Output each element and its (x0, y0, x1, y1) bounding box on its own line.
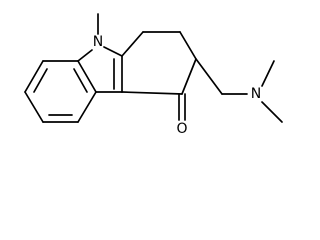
bond (195, 58, 223, 95)
indole-nitrogen-label: N (93, 34, 103, 50)
molecule-structure: N N O (24, 13, 283, 137)
bond (261, 101, 283, 123)
bond-double-inner (73, 68, 88, 93)
bond (24, 91, 44, 123)
bond (179, 31, 197, 60)
bond (77, 49, 93, 62)
amine-nitrogen-label: N (251, 86, 261, 102)
bond (77, 91, 97, 123)
bond-double-inner (33, 68, 48, 93)
bond (24, 60, 44, 93)
bond (181, 58, 197, 95)
bond (121, 91, 183, 95)
bond (261, 60, 275, 87)
molecule-canvas: N N O (24, 13, 283, 137)
bond-lines (24, 13, 283, 123)
bond (77, 60, 97, 93)
bond (121, 31, 144, 57)
atom-labels: N N O (93, 34, 261, 137)
ketone-oxygen-label: O (176, 121, 187, 137)
bond (103, 46, 123, 57)
